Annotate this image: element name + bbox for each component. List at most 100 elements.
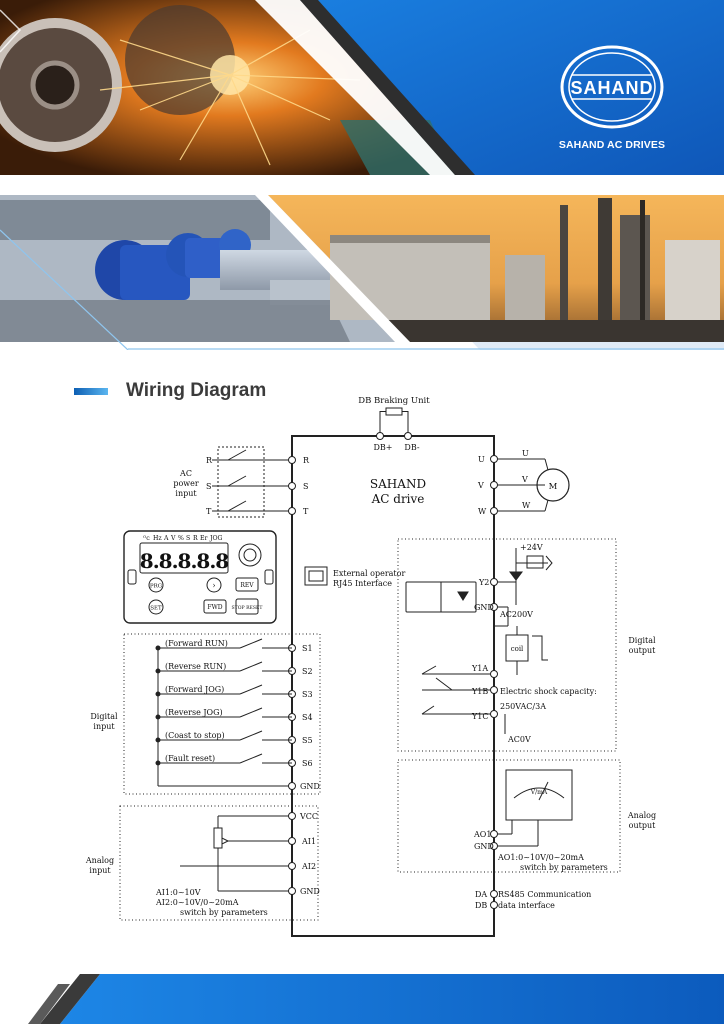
- y1b-terminal: Y1B: [471, 687, 488, 696]
- heading-accent-bar: [74, 387, 108, 395]
- switch-segment: [227, 475, 247, 487]
- indicator-hz: Hz: [153, 535, 162, 542]
- di-terminal-s4: S4: [302, 713, 313, 722]
- switch-segment: [239, 753, 263, 764]
- di-terminal-s6: S6: [302, 759, 313, 768]
- logo-text: SAHAND: [570, 78, 653, 98]
- junction-dot: [155, 691, 161, 697]
- db-minus-label: DB-: [404, 443, 419, 452]
- plus24v-label: +24V: [520, 543, 543, 552]
- ac-power-label-1: AC: [179, 469, 192, 478]
- output-terminal-v: V: [477, 481, 484, 490]
- drive-box: [291, 435, 495, 937]
- di-terminal-s2: S2: [302, 667, 313, 676]
- di-label-4: (Reverse JOG): [165, 708, 223, 717]
- ai-note-1: AI1:0~10V: [155, 888, 201, 897]
- motor-label: M: [549, 482, 558, 492]
- di-label-6: (Fault reset): [165, 754, 215, 763]
- ai-terminal-ai1: AI1: [301, 837, 316, 846]
- do-gnd-terminal: GND: [474, 603, 494, 612]
- rs485-db-terminal: DB: [475, 901, 487, 910]
- di-terminal-s1: S1: [302, 644, 313, 653]
- input-terminal-t-left: T: [206, 507, 212, 516]
- terminal-circles: [288, 432, 498, 909]
- capacity-label-2: 250VAC/3A: [500, 702, 546, 711]
- y1c-terminal: Y1C: [471, 712, 489, 721]
- sahand-logo-icon: SAHAND: [560, 45, 664, 129]
- keypad-indicators: ᴼᴄ Hz A V % S R Er JOG: [143, 535, 223, 542]
- analog-meter: [505, 769, 573, 821]
- switch-segment: [239, 684, 263, 695]
- switch-segment: [227, 500, 247, 512]
- ac-power-label-3: input: [175, 489, 197, 498]
- chevron-right-icon: ›: [212, 581, 215, 590]
- junction-dot: [155, 645, 161, 651]
- di-label-3: (Forward JOG): [165, 685, 224, 694]
- rj45-interface-label: RJ45 Interface: [333, 579, 392, 588]
- keypad-panel: [123, 530, 277, 624]
- indicator-percent: %: [178, 535, 184, 542]
- junction-dot: [155, 668, 161, 674]
- indicator-s: S: [186, 535, 190, 542]
- db-plus-label: DB+: [374, 443, 393, 452]
- ai-terminal-ai2: AI2: [301, 862, 316, 871]
- ao1-terminal: AO1: [473, 830, 491, 839]
- drive-title: SAHAND: [370, 477, 426, 491]
- motor-line-v: V: [521, 475, 528, 484]
- di-terminal-gnd: GND: [300, 782, 320, 791]
- power-switch-block: [217, 446, 265, 518]
- y2-terminal: Y2: [478, 578, 489, 587]
- switch-segment: [239, 730, 263, 741]
- drive-subtitle: AC drive: [371, 492, 425, 506]
- ao-note-2: switch by parameters: [520, 863, 608, 872]
- ai-note-2: AI2:0~10V/0~20mA: [155, 898, 239, 907]
- digital-input-title-2: input: [93, 722, 115, 731]
- input-switches: [155, 449, 453, 766]
- input-terminal-s: S: [303, 482, 308, 491]
- external-operator-label: External operator: [333, 569, 405, 578]
- brand-block: SAHAND SAHAND AC DRIVES: [548, 45, 676, 151]
- y1a-terminal: Y1A: [471, 664, 488, 673]
- indicator-v: V: [170, 535, 176, 542]
- keypad-display-digits: 8.8.8.8.8: [140, 549, 229, 573]
- analog-input-group: [119, 805, 319, 921]
- ao-note-1: AO1:0~10V/0~20mA: [497, 853, 584, 862]
- ac0v-label: AC0V: [507, 735, 531, 744]
- rs485-da-terminal: DA: [475, 890, 487, 899]
- brand-name: SAHAND AC DRIVES: [558, 139, 666, 151]
- potentiometer: [213, 827, 223, 849]
- keypad-stop-reset-button[interactable]: STOP RESET: [232, 605, 264, 611]
- braking-resistor: [385, 407, 403, 416]
- capacity-label-1: Electric shock capacity:: [500, 687, 597, 696]
- ai-terminal-gnd: GND: [300, 887, 320, 896]
- motor-line-w: W: [522, 501, 531, 510]
- junction-dot: [155, 737, 161, 743]
- rs485-label-2: data interface: [498, 901, 555, 910]
- braking-unit-label: DB Braking Unit: [358, 396, 430, 406]
- meter-label: V/mA: [530, 789, 548, 796]
- switch-segment: [239, 707, 263, 718]
- header-banner: [0, 0, 724, 350]
- indicator-oc: ᴼᴄ: [143, 535, 150, 542]
- ao-gnd-terminal: GND: [474, 842, 494, 851]
- keypad-prg-button[interactable]: PRG: [150, 584, 162, 590]
- analog-output-title-1: Analog: [627, 811, 656, 820]
- switch-segment: [239, 661, 263, 672]
- input-terminal-s-left: S: [206, 482, 211, 491]
- footer-banner: [28, 974, 724, 1024]
- keypad-rev-button[interactable]: REV: [240, 582, 254, 589]
- di-terminal-s3: S3: [302, 690, 313, 699]
- switch-segment: [239, 638, 263, 649]
- input-terminal-t: T: [303, 507, 309, 516]
- keypad-set-button[interactable]: SET: [150, 606, 162, 612]
- di-label-1: (Forward RUN): [165, 639, 228, 648]
- coil-label: coil: [511, 645, 524, 653]
- keypad-fwd-button[interactable]: FWD: [207, 604, 222, 611]
- di-label-2: (Reverse RUN): [165, 662, 226, 671]
- indicator-er: Er: [200, 535, 208, 542]
- ai-note-3: switch by parameters: [180, 908, 268, 917]
- motor: [536, 468, 570, 502]
- junction-dot: [155, 714, 161, 720]
- input-terminal-r-left: R: [206, 456, 213, 465]
- output-terminal-w: W: [478, 507, 487, 516]
